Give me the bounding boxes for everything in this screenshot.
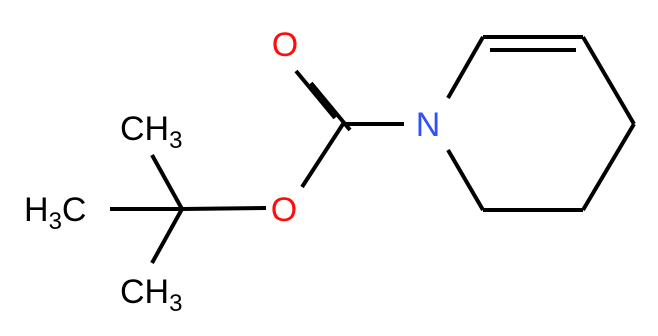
atom-methyl-bottom: CH3 — [120, 273, 182, 317]
bond-ester-o-tertc — [181, 206, 267, 211]
atom-methyl-top: CH3 — [120, 110, 182, 154]
methyl-left-tail: C — [62, 191, 87, 229]
bonds — [110, 35, 636, 264]
methyl-bottom-sub: 3 — [169, 290, 182, 317]
atom-ring-nitrogen: N — [416, 106, 441, 144]
bond-tertc-methyl-top — [150, 154, 184, 210]
bond-c3-c4 — [581, 35, 636, 126]
bond-n-c2 — [446, 36, 485, 99]
atom-labels: O O N CH3 H3C CH3 — [24, 26, 440, 317]
bond-tertc-methyl-bottom — [150, 208, 184, 264]
bond-c-ester-o — [300, 122, 345, 189]
methyl-left-main: H — [24, 191, 49, 229]
bond-c6-n — [446, 148, 485, 212]
bond-carbonyl-o-1 — [294, 69, 337, 120]
methyl-top-sub: 3 — [169, 127, 182, 154]
atom-carbonyl-oxygen: O — [272, 26, 298, 64]
bond-c4-c5 — [581, 122, 636, 212]
methyl-left-sub: 3 — [49, 208, 62, 235]
methyl-top-main: CH — [120, 110, 169, 148]
atom-ester-oxygen: O — [271, 191, 297, 229]
atom-methyl-left: H3C — [24, 191, 86, 235]
methyl-bottom-main: CH — [120, 273, 169, 311]
